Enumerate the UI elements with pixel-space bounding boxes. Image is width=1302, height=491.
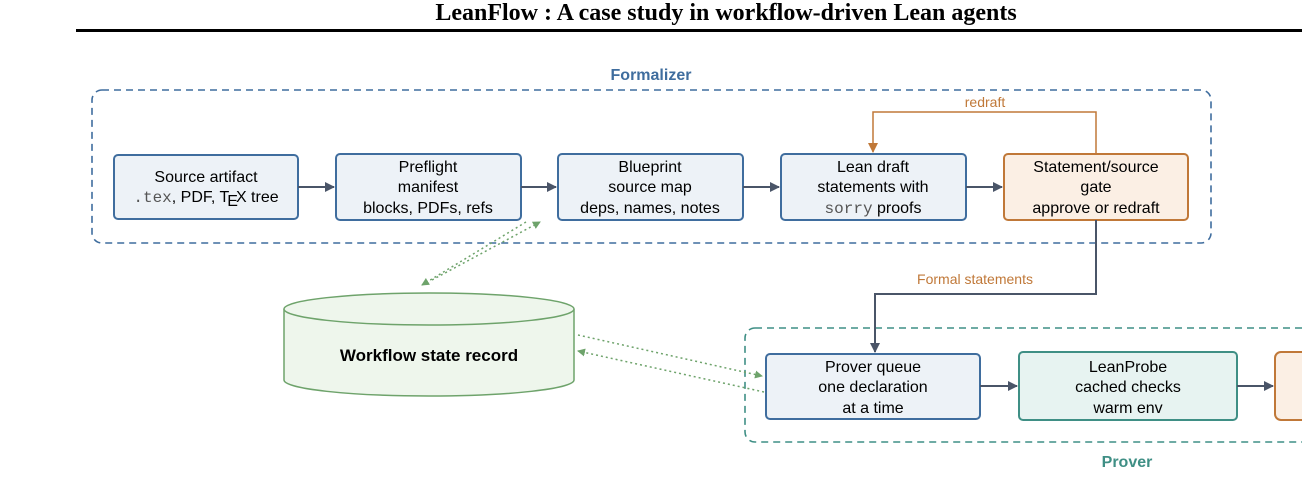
formalizer-group-label: Formalizer — [611, 67, 692, 84]
queue-line3: at a time — [842, 400, 903, 417]
blueprint-line1: Blueprint — [618, 159, 682, 176]
arrow-formal-statements — [870, 220, 1097, 353]
title-rule — [76, 29, 1302, 32]
leanprobe-line2: cached checks — [1075, 379, 1181, 396]
preflight-line2: manifest — [398, 179, 459, 196]
arrow-redraft-loop — [868, 111, 1097, 154]
redraft-label: redraft — [965, 94, 1006, 110]
gate-line3: approve or redraft — [1032, 200, 1160, 217]
source-artifact-title: Source artifact — [154, 169, 258, 186]
lean-draft-line2: statements with — [817, 179, 928, 196]
prover-group — [744, 327, 1302, 443]
lean-draft-node: Lean draft statements with sorry proofs — [780, 153, 967, 221]
blueprint-line3: deps, names, notes — [580, 200, 720, 217]
state-link-to-prover — [577, 334, 763, 379]
preflight-line3: blocks, PDFs, refs — [363, 200, 493, 217]
state-link-from-prover — [577, 348, 765, 393]
queue-line2: one declaration — [818, 379, 927, 396]
preflight-node: Preflight manifest blocks, PDFs, refs — [335, 153, 522, 221]
blueprint-line2: source map — [608, 179, 692, 196]
prover-group-label: Prover — [1102, 454, 1153, 471]
prover-queue-node: Prover queue one declaration at a time — [765, 353, 981, 420]
source-artifact-node: Source artifact .tex, PDF, TEX tree — [113, 154, 299, 220]
source-artifact-formats: .tex, PDF, TEX tree — [133, 189, 278, 210]
state-link-to-formalizer — [431, 221, 541, 281]
page-title: LeanFlow : A case study in workflow-driv… — [435, 0, 1017, 26]
statement-gate-node: Statement/source gate approve or redraft — [1003, 153, 1189, 221]
gate-line1: Statement/source — [1033, 159, 1159, 176]
workflow-state-label: Workflow state record — [340, 346, 518, 365]
state-link-from-formalizer — [421, 221, 527, 286]
gate-line2: gate — [1080, 179, 1111, 196]
next-stage-node — [1274, 351, 1302, 421]
leanprobe-node: LeanProbe cached checks warm env — [1018, 351, 1238, 421]
queue-line1: Prover queue — [825, 359, 921, 376]
formalizer-group — [91, 89, 1212, 244]
workflow-state-record: Workflow state record — [283, 292, 575, 397]
lean-draft-line3: sorry proofs — [825, 200, 922, 218]
preflight-line1: Preflight — [399, 159, 458, 176]
formal-statements-label: Formal statements — [917, 271, 1033, 287]
leanprobe-line1: LeanProbe — [1089, 359, 1167, 376]
lean-draft-line1: Lean draft — [837, 159, 910, 176]
leanprobe-line3: warm env — [1092, 400, 1162, 417]
blueprint-node: Blueprint source map deps, names, notes — [557, 153, 744, 221]
